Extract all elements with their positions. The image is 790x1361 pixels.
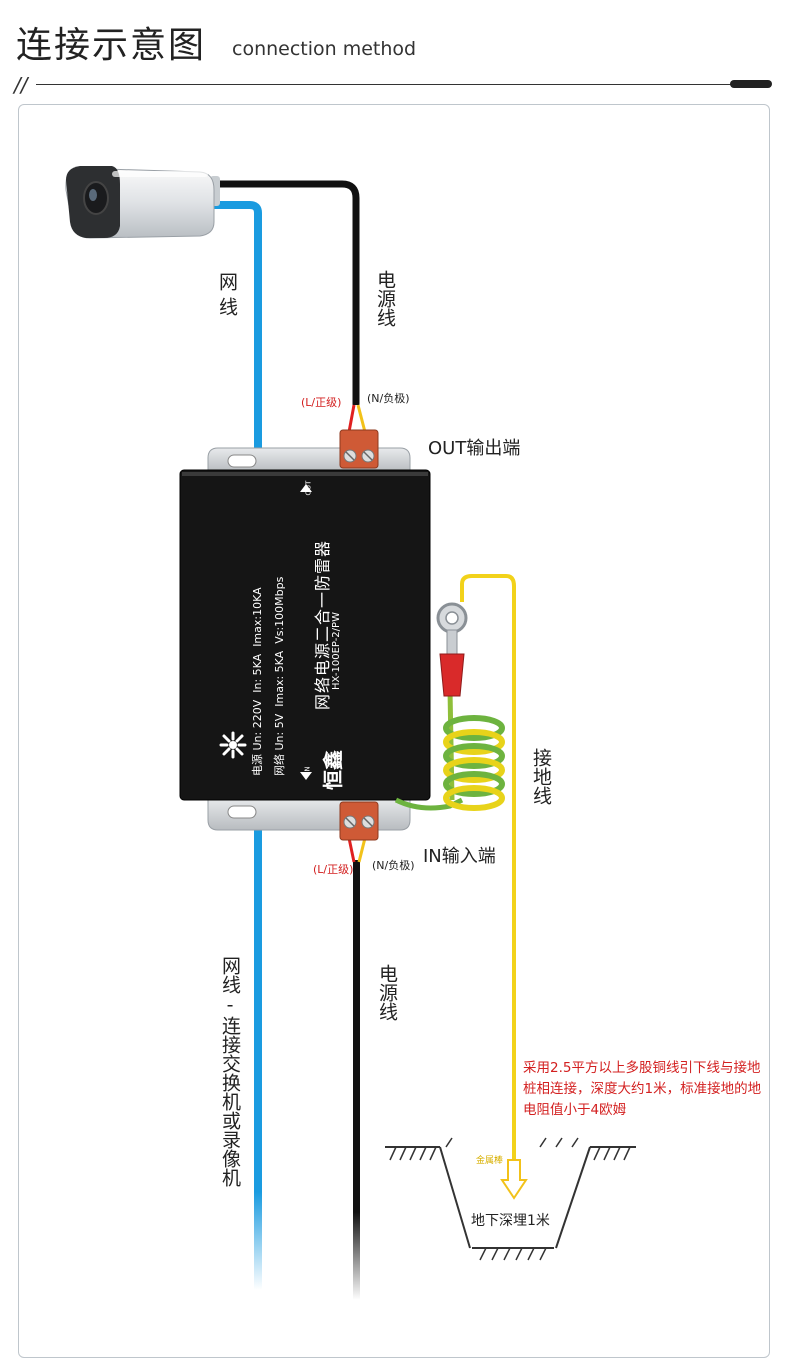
power-wire-l-bottom: [347, 837, 356, 863]
power-cable-top: [205, 180, 360, 405]
device-brand: 恒鑫: [321, 750, 345, 790]
in-arrow-icon: [300, 772, 312, 780]
page-title: 连接示意图: [16, 25, 207, 66]
power-wire-l-top: [347, 404, 356, 433]
metal-rod-label: 金属棒: [476, 1156, 504, 1166]
page-subtitle: connection method: [232, 38, 417, 60]
ip-camera: [65, 166, 220, 239]
brand-logo-icon: [219, 731, 247, 759]
surge-protector-body: [179, 469, 431, 801]
ground-cable-label: 接地线: [530, 748, 552, 805]
underground-depth-label: 地下深埋1米: [471, 1213, 550, 1229]
terminal-block-out: [339, 429, 379, 469]
out-port-label: OUT输出端: [428, 438, 521, 459]
network-cable-bottom: [254, 800, 262, 1290]
header-rule-cap: [730, 80, 772, 88]
in-mark: IN: [303, 766, 312, 774]
n-negative-top-label: (N/负极): [367, 392, 410, 405]
l-positive-bottom-label: (L/正级): [313, 863, 354, 876]
device-model: HX-100EP-2/PW: [331, 612, 342, 690]
power-wire-n-bottom: [357, 837, 367, 863]
device-name: 网络电源二合一防雷器: [313, 539, 332, 710]
rule-mark: //: [14, 73, 28, 97]
ground-wire-yellow: [460, 574, 516, 1168]
device-label-panel: 恒鑫 网络电源二合一防雷器 HX-100EP-2/PW 电源 Un: 220V …: [180, 470, 430, 800]
network-cable-top: [205, 201, 262, 452]
ring-terminal-icon: [436, 602, 468, 697]
ground-pit: [385, 1137, 636, 1261]
power-cable-top-label: 电源线: [374, 270, 396, 327]
n-negative-bottom-label: (N/负极): [372, 859, 415, 872]
ground-wire-coil: [443, 715, 505, 811]
terminal-block-in: [339, 801, 379, 841]
out-mark: OUT: [304, 480, 313, 496]
device-spec-network: 网络 Un: 5V Imax: 5KA Vs:100Mbps: [273, 576, 286, 776]
l-positive-top-label: (L/正级): [301, 396, 342, 409]
power-cable-bottom-label: 电源线: [376, 964, 398, 1021]
ground-rod-arrow-icon: [500, 1159, 528, 1200]
out-arrow-icon: [300, 484, 312, 492]
power-wire-n-top: [356, 404, 367, 433]
in-port-label: IN输入端: [423, 846, 496, 867]
device-spec-power: 电源 Un: 220V In: 5KA Imax:10KA: [251, 587, 264, 776]
header-rule: [36, 84, 736, 85]
network-cable-bottom-label: 网线-连接交换机或录像机: [219, 956, 241, 1187]
power-cable-bottom: [353, 860, 360, 1300]
network-cable-top-label: 网线: [216, 272, 238, 322]
grounding-note: 采用2.5平方以上多股铜线引下线与接地桩相连接，深度大约1米，标准接地的地电阻值…: [523, 1060, 762, 1118]
diagram-frame: [18, 104, 770, 1358]
